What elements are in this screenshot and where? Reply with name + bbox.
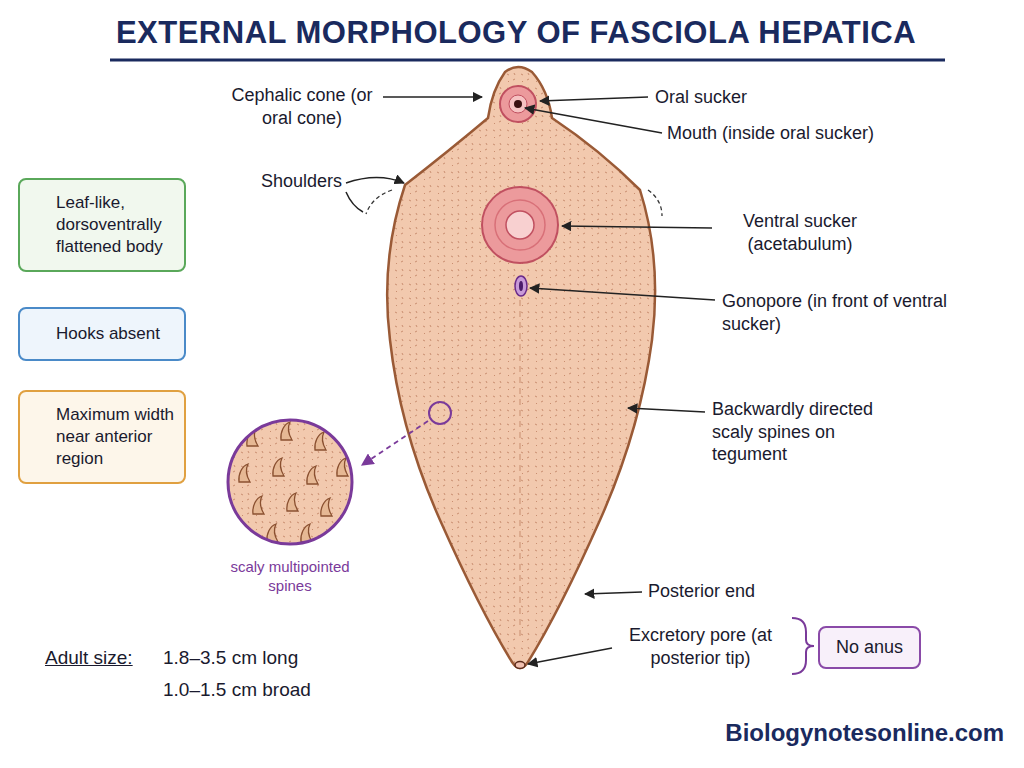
size-value: 1.8–3.5 cm long: [163, 646, 298, 670]
bracket: [792, 618, 814, 674]
box-text: Hooks absent: [56, 323, 176, 345]
leader-lines: [346, 97, 715, 664]
note-box: No anus: [818, 626, 921, 669]
part-label: Gonopore (in front of ventral sucker): [722, 290, 962, 335]
shoulder-arcs: [366, 190, 662, 216]
inset-caption: scaly multipointed spines: [220, 558, 360, 596]
part-label: Shoulders: [261, 170, 342, 193]
feature-box: Hooks absent: [18, 307, 186, 361]
part-label: Excretory pore (at posterior tip): [618, 624, 783, 669]
part-label: Oral sucker: [655, 86, 747, 109]
watermark: Biologynotesonline.com: [725, 718, 1004, 748]
part-label: Ventral sucker (acetabulum): [720, 210, 880, 255]
zoom-inset: [228, 402, 451, 544]
box-text: No anus: [836, 636, 903, 659]
size-heading: Adult size:: [45, 646, 133, 670]
fluke-body: [387, 67, 655, 669]
box-text: Leaf-like, dorsoventrally flattened body: [56, 192, 176, 258]
feature-box: Maximum width near anterior region: [18, 390, 186, 484]
part-label: Cephalic cone (or oral cone): [227, 84, 377, 129]
size-value: 1.0–1.5 cm broad: [163, 678, 311, 702]
title-underline: [110, 59, 945, 62]
title: EXTERNAL MORPHOLOGY OF FASCIOLA HEPATICA: [4, 14, 1024, 53]
part-label: Mouth (inside oral sucker): [667, 122, 874, 145]
box-text: Maximum width near anterior region: [56, 404, 176, 470]
part-label: Backwardly directed scaly spines on tegu…: [712, 398, 897, 466]
part-label: Posterior end: [648, 580, 755, 603]
feature-box: Leaf-like, dorsoventrally flattened body: [18, 178, 186, 272]
